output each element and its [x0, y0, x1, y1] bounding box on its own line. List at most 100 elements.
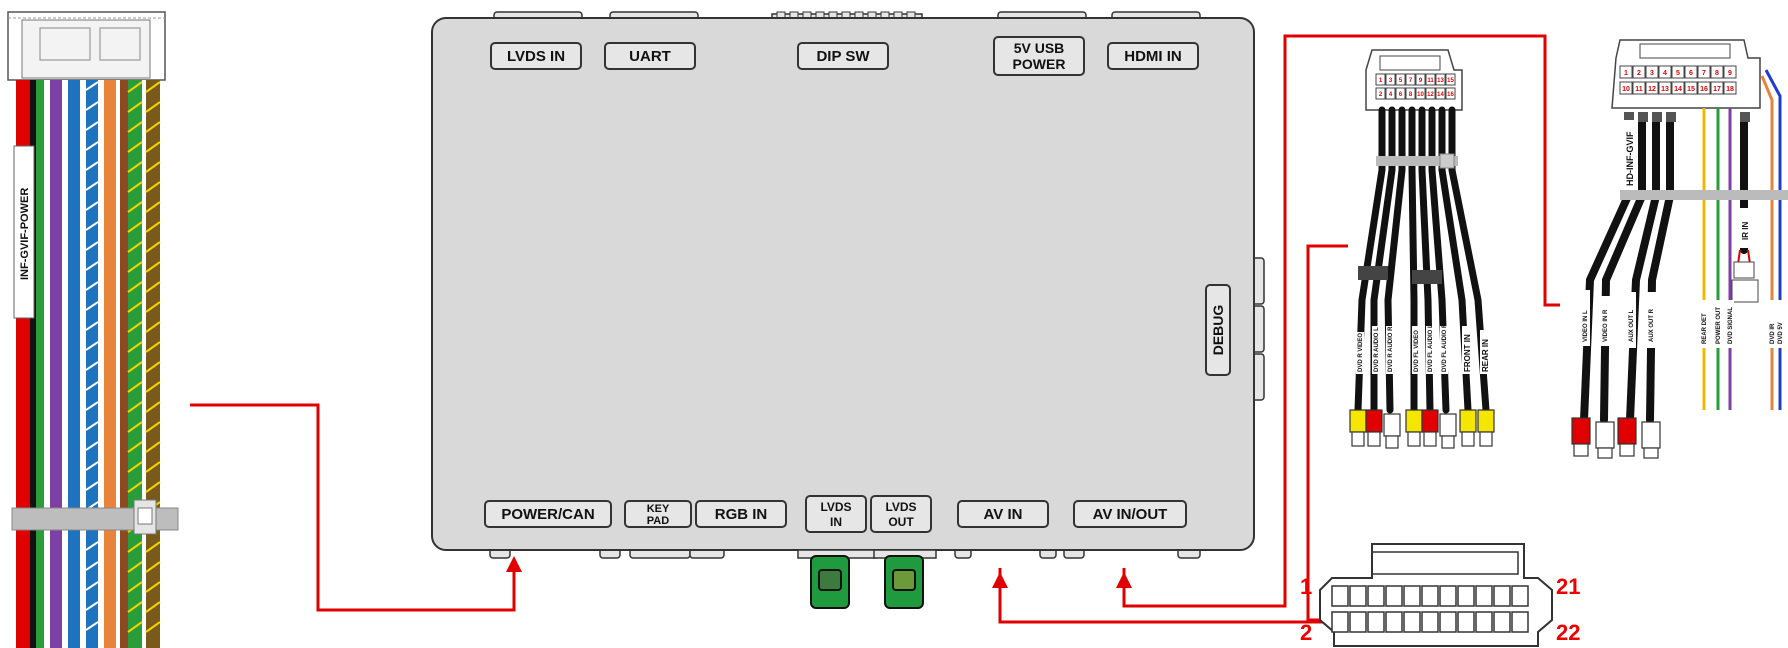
interface-box-body: [431, 17, 1255, 551]
svg-text:16: 16: [1700, 86, 1708, 93]
svg-text:8: 8: [1409, 92, 1413, 98]
svg-text:14: 14: [1674, 86, 1682, 93]
port-debug: [1205, 284, 1231, 376]
svg-text:9: 9: [1728, 70, 1732, 77]
svg-text:15: 15: [1687, 86, 1695, 93]
tag-front-in: FRONT IN: [1463, 334, 1472, 372]
svg-text:6: 6: [1689, 70, 1693, 77]
port-av-in-out: [1073, 500, 1187, 528]
port-dip-sw-label: DIP SW: [816, 48, 870, 65]
port-key-pad: [624, 500, 692, 528]
left-harness-label: INF-GVIF-POWER: [19, 188, 31, 280]
tag-dvd-fl-video: DVD FL VIDEO: [1414, 330, 1420, 372]
svg-text:4: 4: [1663, 70, 1667, 77]
svg-text:6: 6: [1399, 92, 1403, 98]
svg-text:10: 10: [1417, 92, 1424, 98]
svg-text:2: 2: [1637, 70, 1641, 77]
port-av-in-label: AV IN: [984, 506, 1023, 523]
port-5v-usb-label: 5V USB: [1014, 40, 1065, 56]
port-lvds-out-label-2: OUT: [888, 515, 914, 529]
port-power-label: POWER: [1013, 56, 1066, 72]
av-in-arrow: [992, 572, 1008, 588]
svg-text:1: 1: [1624, 70, 1628, 77]
tag-aux-out-r: AUX OUT R: [1649, 308, 1655, 342]
port-debug-label: DEBUG: [1210, 305, 1226, 356]
hd-sleeve-label: HD-INF-GVIF: [1625, 131, 1635, 186]
left-harness: INF-GVIF-POWER: [7, 11, 179, 648]
svg-text:7: 7: [1702, 70, 1706, 77]
pin-label-1: 1: [1300, 574, 1312, 599]
rca-harness-connection-line: [1306, 244, 1348, 622]
port-av-in-out-label: AV IN/OUT: [1093, 506, 1168, 523]
port-hdmi-in-label: HDMI IN: [1124, 48, 1182, 65]
tag-dvd-signal: DVD SIGNAL: [1728, 307, 1734, 344]
svg-text:3: 3: [1650, 70, 1654, 77]
pin-label-2: 2: [1300, 620, 1312, 645]
svg-text:10: 10: [1622, 86, 1630, 93]
bottom-ports: POWER/CAN KEY PAD RGB IN LVDS IN LVDS OU…: [484, 495, 1187, 533]
svg-text:15: 15: [1447, 78, 1454, 84]
svg-text:8: 8: [1715, 70, 1719, 77]
tag-dvd-fl-audio-r: DVD FL AUDIO R: [1442, 323, 1448, 372]
port-lvds-out: [870, 495, 932, 533]
tag-dvd-5v: DVD 5V: [1778, 322, 1784, 344]
tag-aux-out-l: AUX OUT L: [1629, 309, 1635, 342]
port-lvds-in-label: LVDS IN: [507, 48, 565, 65]
svg-text:18: 18: [1726, 86, 1734, 93]
port-rgb-in-label: RGB IN: [715, 506, 768, 523]
tag-dvd-r-audio-l: DVD R AUDIO L: [1374, 327, 1380, 372]
svg-text:3: 3: [1389, 78, 1393, 84]
port-power-can: [484, 500, 612, 528]
left-harness-label-sleeve: [13, 145, 35, 319]
port-dip-sw: [797, 42, 889, 70]
port-av-in: [957, 500, 1049, 528]
port-rgb-in: [695, 500, 787, 528]
tag-dvd-r-audio-r: DVD R AUDIO R: [1388, 326, 1394, 372]
pin-label-21: 21: [1556, 574, 1580, 599]
interface-box: [431, 11, 1265, 559]
svg-text:9: 9: [1419, 78, 1423, 84]
svg-text:2: 2: [1379, 92, 1383, 98]
svg-text:7: 7: [1409, 78, 1413, 84]
svg-text:12: 12: [1427, 92, 1434, 98]
av-in-out-arrow: [1116, 572, 1132, 588]
av-in-out-connection-line: [1122, 34, 1560, 608]
svg-text:11: 11: [1635, 86, 1643, 93]
port-5v-usb-power: [993, 36, 1085, 76]
tag-video-in-r: VIDEO IN R: [1603, 309, 1609, 342]
port-lvds-in-bottom-label-2: IN: [830, 515, 842, 529]
port-uart-label: UART: [629, 48, 671, 65]
svg-text:1: 1: [1379, 78, 1383, 84]
port-key-label: KEY: [647, 503, 670, 515]
ir-in-label: IR IN: [1741, 222, 1750, 240]
port-lvds-in-bottom: [805, 495, 867, 533]
tag-rear-in: REAR IN: [1481, 339, 1490, 372]
tag-rear-det: REAR DET: [1702, 313, 1708, 344]
svg-text:16: 16: [1447, 92, 1454, 98]
svg-text:13: 13: [1437, 78, 1444, 84]
svg-text:5: 5: [1676, 70, 1680, 77]
tag-power-out: POWER OUT: [1716, 307, 1722, 344]
tag-dvd-ir: DVD IR: [1770, 323, 1776, 344]
svg-text:13: 13: [1661, 86, 1669, 93]
svg-text:17: 17: [1713, 86, 1721, 93]
port-pad-label: PAD: [647, 515, 669, 527]
port-lvds-in: [490, 42, 582, 70]
lvds-plugs: [797, 549, 937, 609]
svg-text:5: 5: [1399, 78, 1403, 84]
pin-label-22: 22: [1556, 620, 1580, 645]
av-in-connection-line: [998, 568, 1348, 624]
svg-text:14: 14: [1437, 92, 1444, 98]
svg-text:11: 11: [1427, 78, 1434, 84]
port-power-can-label: POWER/CAN: [501, 506, 594, 523]
top-ports: LVDS IN UART DIP SW 5V USB POWER HDMI IN: [490, 36, 1199, 76]
port-uart: [604, 42, 696, 70]
tag-video-in-l: VIDEO IN L: [1583, 310, 1589, 342]
tag-dvd-fl-audio-l: DVD FL AUDIO L: [1428, 324, 1434, 372]
connector-22-pin: 1 21 2 22: [1300, 543, 1580, 647]
tag-dvd-r-video: DVD R VIDEO: [1358, 333, 1364, 372]
port-lvds-out-label-1: LVDS: [885, 500, 916, 514]
